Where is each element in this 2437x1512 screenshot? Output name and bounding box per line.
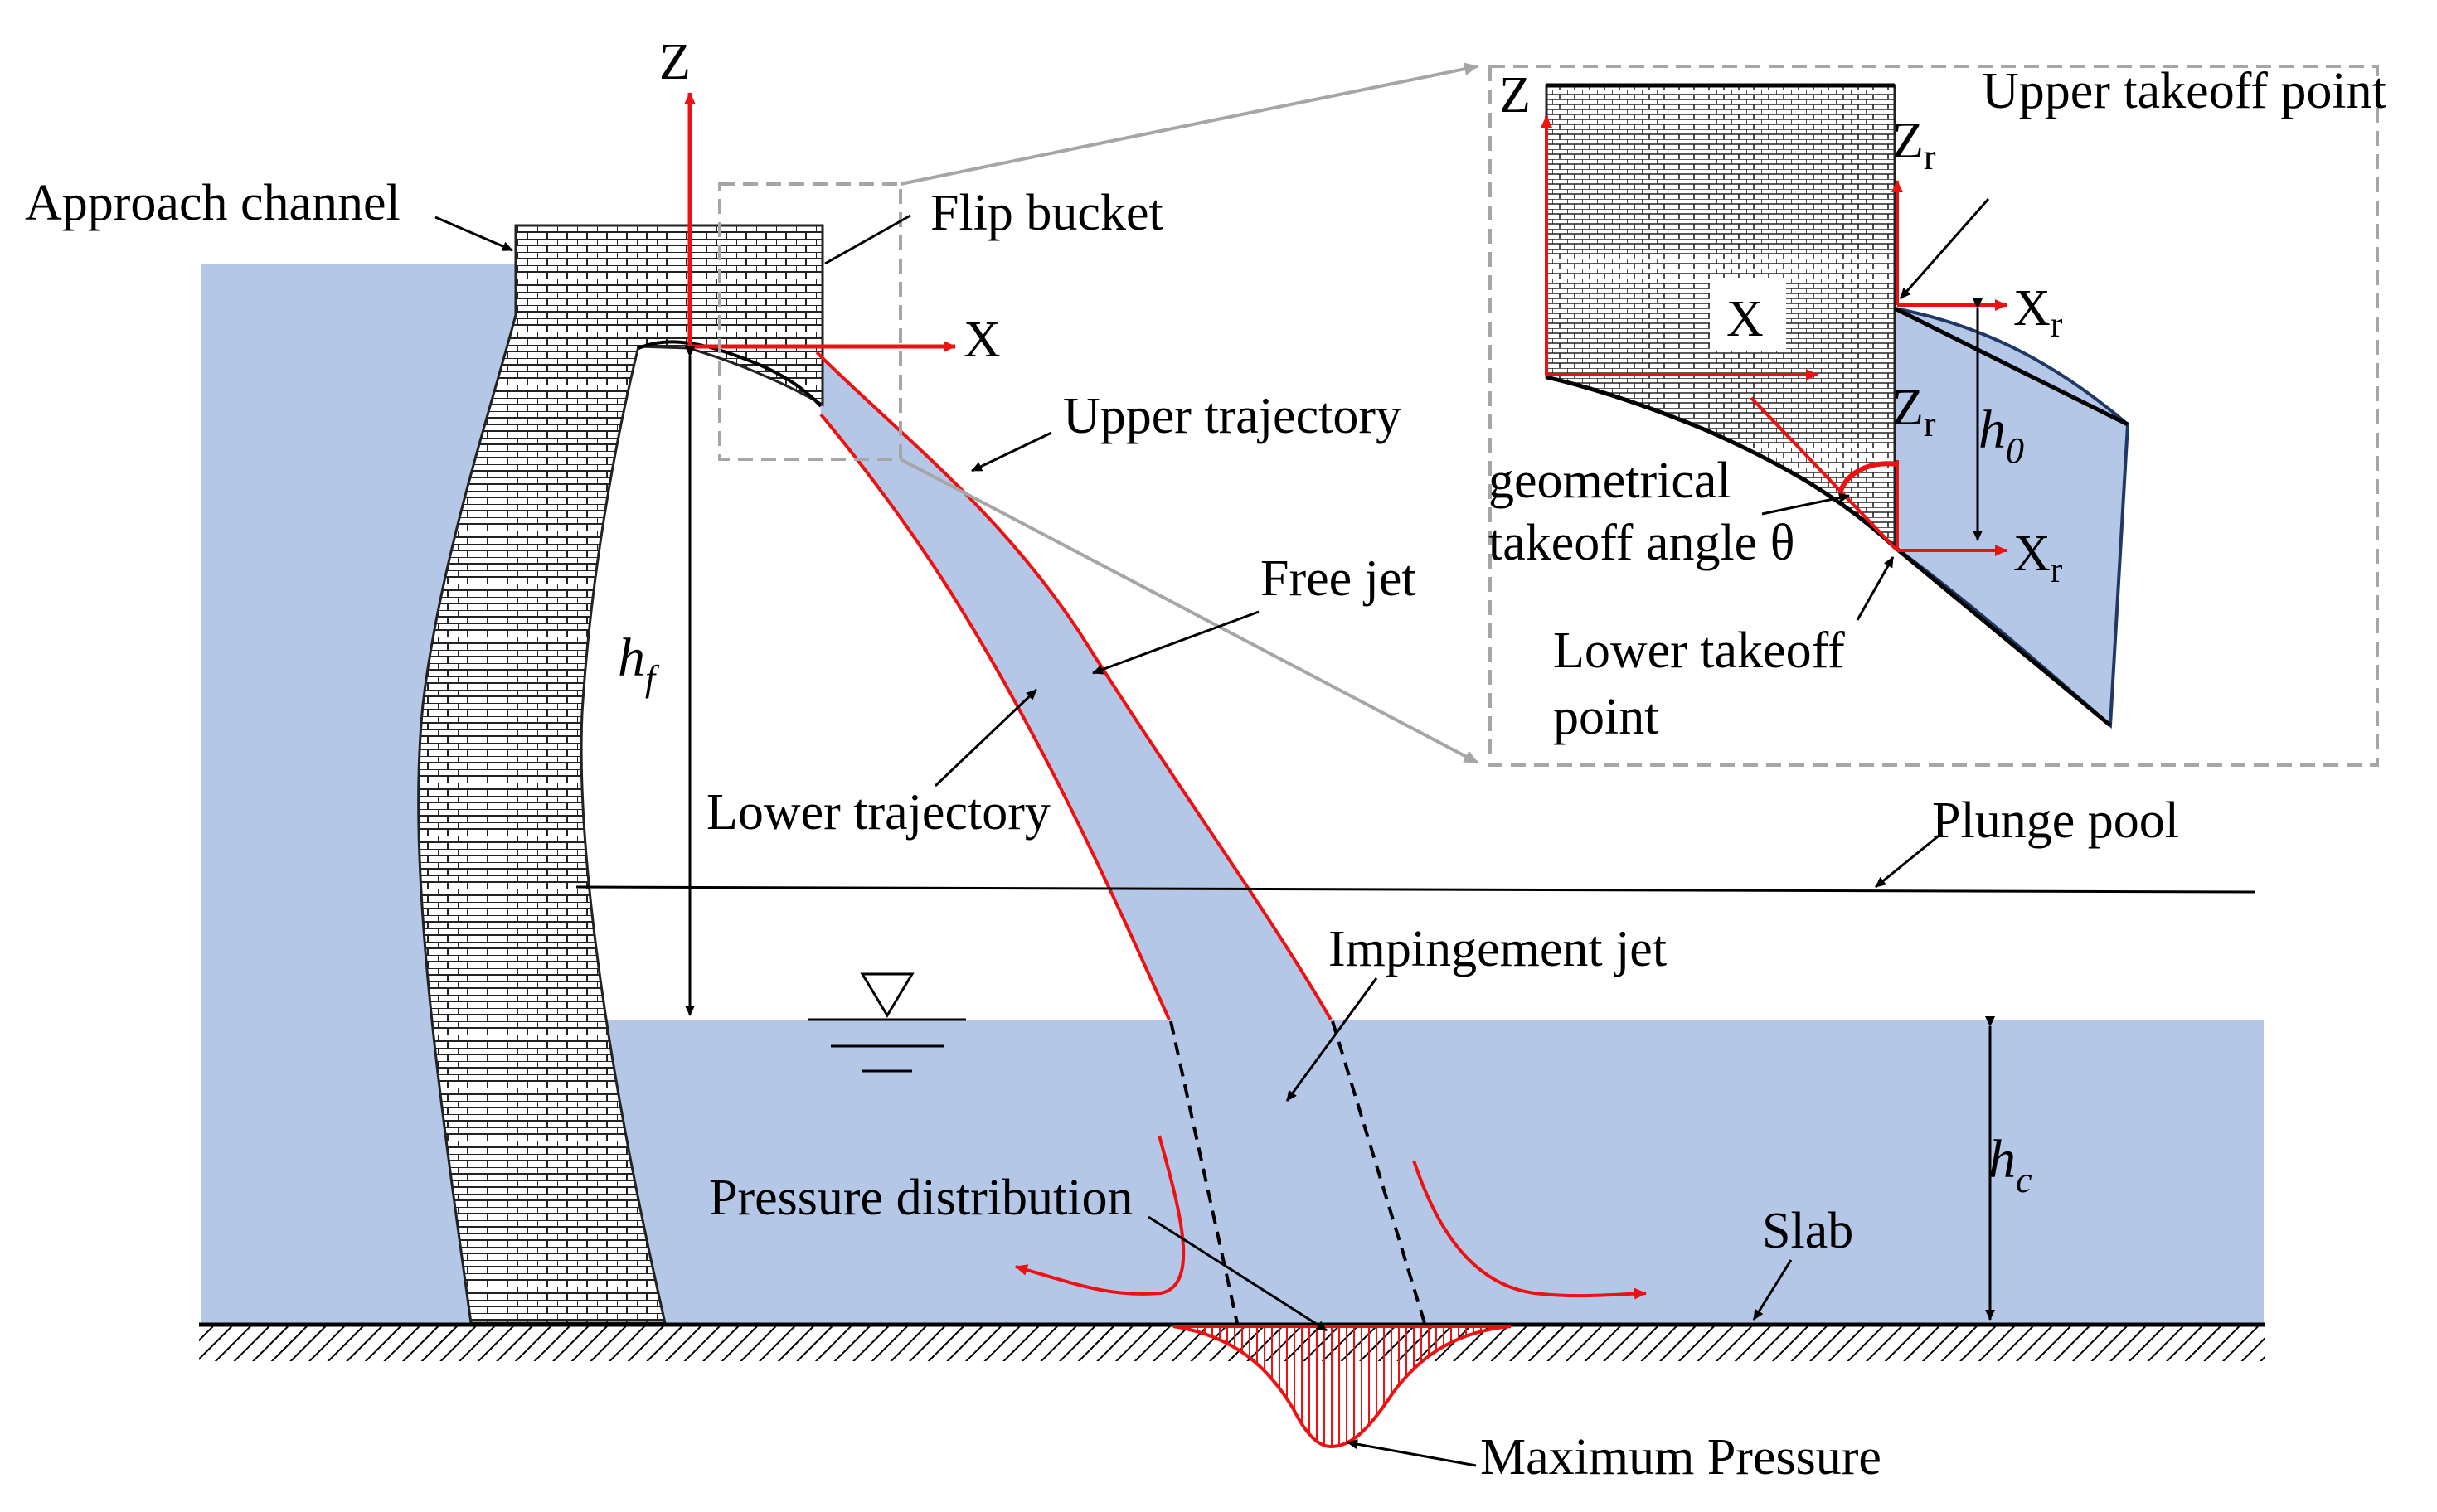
axis-x-label: X (964, 312, 1001, 368)
pressure-distribution-label: Pressure distribution (709, 1170, 1133, 1226)
plunge-pool-label: Plunge pool (1932, 792, 2179, 849)
lower-trajectory-leader (934, 688, 1038, 788)
flip-bucket-leader (824, 214, 911, 265)
upper-xr-label: Xr (2013, 280, 2063, 345)
pressure-distribution-leader (1148, 1215, 1328, 1332)
inset-axis-x-label: X (1726, 291, 1764, 347)
approach-channel-leader (434, 216, 513, 252)
flow-arrow-left (1015, 1135, 1186, 1296)
lower-trajectory-curve (819, 413, 1171, 1020)
axis-z-label: Z (659, 34, 691, 90)
takeoff-angle-label-1: geometrical (1488, 453, 1731, 509)
approach-channel-label: Approach channel (25, 175, 401, 231)
plunge-pool-leader (1875, 831, 1943, 889)
takeoff-angle-line (1750, 396, 1899, 552)
lower-trajectory-label: Lower trajectory (706, 784, 1051, 841)
callout-connector-bottom (900, 458, 1478, 764)
inset-jet-top-edge (1893, 306, 2129, 427)
plunge-pool-line (575, 885, 2256, 894)
upper-zr-label: Zr (1892, 113, 1936, 177)
water-surface-triangle-icon (808, 972, 966, 1073)
upper-takeoff-leader (1899, 198, 1990, 299)
lower-xr-label: Xr (2013, 526, 2063, 590)
takeoff-angle-label-2: takeoff angle θ (1488, 515, 1794, 571)
free-jet-leader (1092, 610, 1260, 675)
inset-axis-x-label-bg (1710, 278, 1786, 351)
lower-takeoff-label-1: Lower takeoff (1553, 623, 1845, 679)
jet-dashed-lower (1169, 1020, 1239, 1324)
angle-leader (1761, 492, 1850, 516)
flip-bucket-callout-box (718, 182, 902, 461)
free-jet-label: Free jet (1260, 550, 1416, 607)
upper-takeoff-point-label: Upper takeoff point (1982, 63, 2386, 119)
slab-label: Slab (1762, 1203, 1853, 1259)
dam-masonry (417, 224, 824, 1325)
h0-label: h0 (1978, 400, 2024, 471)
callout-connector-top (900, 62, 1478, 186)
pressure-distribution-shape (1172, 1325, 1512, 1449)
hf-label: hf (618, 628, 660, 699)
upper-trajectory-leader (971, 431, 1052, 472)
impingement-jet-label: Impingement jet (1328, 921, 1667, 977)
maximum-pressure-label: Maximum Pressure (1480, 1429, 1881, 1485)
impingement-jet (1169, 1020, 1426, 1323)
free-jet (817, 352, 1331, 1020)
flow-arrow-right (1412, 1160, 1647, 1300)
hc-label: hc (1988, 1129, 2032, 1200)
takeoff-angle-arc (1838, 461, 1898, 492)
max-pressure-leader (1347, 1439, 1477, 1467)
lower-takeoff-leader (1856, 556, 1895, 621)
impingement-jet-leader (1285, 977, 1378, 1102)
upper-trajectory-label: Upper trajectory (1063, 388, 1401, 444)
flip-bucket-label: Flip bucket (930, 185, 1163, 241)
inset-axis-z-label: Z (1499, 67, 1531, 124)
lower-takeoff-label-2: point (1553, 689, 1658, 745)
lower-zr-label: Zr (1892, 380, 1936, 444)
jet-dashed-upper (1331, 1020, 1426, 1324)
slab-leader (1752, 1259, 1793, 1321)
inset-bucket-curve (1546, 375, 2112, 727)
